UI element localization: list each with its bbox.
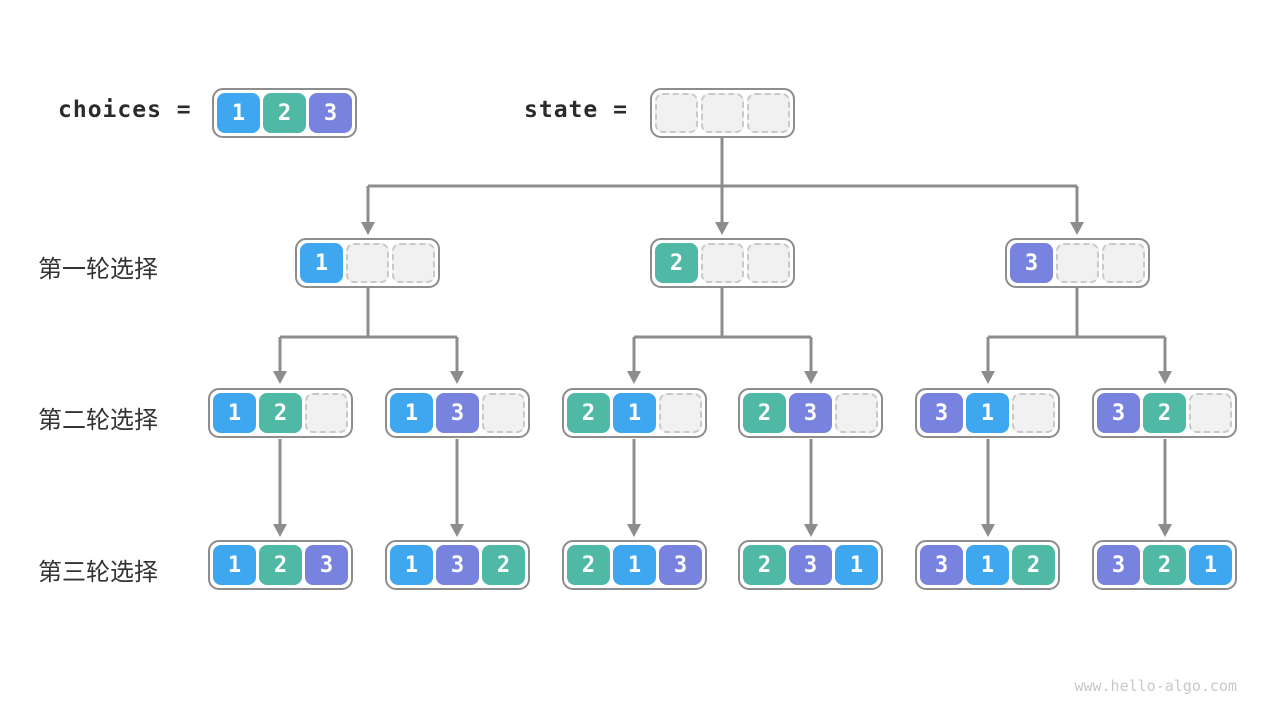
state-cell xyxy=(701,93,744,133)
state-cell xyxy=(482,393,525,433)
state-cell: 2 xyxy=(567,393,610,433)
state-box-round3: 3 2 1 xyxy=(1092,540,1237,590)
state-cell xyxy=(392,243,435,283)
state-box-round2: 1 2 xyxy=(208,388,353,438)
state-cell xyxy=(305,393,348,433)
state-cell: 3 xyxy=(1097,393,1140,433)
arrowheads xyxy=(273,222,1172,537)
state-box-round2: 3 1 xyxy=(915,388,1060,438)
hello-algo-watermark: www.hello-algo.com xyxy=(1074,677,1237,695)
state-box-round3: 3 1 2 xyxy=(915,540,1060,590)
state-box-round1: 1 xyxy=(295,238,440,288)
state-cell: 3 xyxy=(920,393,963,433)
state-cell: 2 xyxy=(567,545,610,585)
choices-array-box: 1 2 3 xyxy=(212,88,357,138)
state-cell xyxy=(1102,243,1145,283)
state-box-round2: 1 3 xyxy=(385,388,530,438)
state-cell: 3 xyxy=(1097,545,1140,585)
state-cell: 3 xyxy=(789,393,832,433)
state-cell: 2 xyxy=(259,545,302,585)
state-cell: 1 xyxy=(213,545,256,585)
state-cell: 3 xyxy=(305,545,348,585)
state-cell: 3 xyxy=(920,545,963,585)
state-cell xyxy=(1056,243,1099,283)
state-cell: 1 xyxy=(1189,545,1232,585)
state-box-round3: 1 2 3 xyxy=(208,540,353,590)
round-3-label: 第三轮选择 xyxy=(38,559,158,586)
state-cell xyxy=(1189,393,1232,433)
state-cell: 3 xyxy=(1010,243,1053,283)
state-cell: 2 xyxy=(655,243,698,283)
state-cell: 3 xyxy=(659,545,702,585)
state-box-round3: 2 3 1 xyxy=(738,540,883,590)
state-cell: 1 xyxy=(835,545,878,585)
state-cell: 2 xyxy=(743,545,786,585)
state-box-round1: 2 xyxy=(650,238,795,288)
state-box-round3: 1 3 2 xyxy=(385,540,530,590)
state-box-round3: 2 1 3 xyxy=(562,540,707,590)
state-cell: 3 xyxy=(789,545,832,585)
state-box-round1: 3 xyxy=(1005,238,1150,288)
state-cell: 3 xyxy=(436,545,479,585)
state-box-round2: 2 3 xyxy=(738,388,883,438)
state-cell xyxy=(835,393,878,433)
state-cell xyxy=(747,93,790,133)
choices-cell: 1 xyxy=(217,93,260,133)
state-cell: 1 xyxy=(213,393,256,433)
state-cell: 1 xyxy=(613,393,656,433)
state-cell xyxy=(346,243,389,283)
state-cell: 1 xyxy=(966,393,1009,433)
state-cell xyxy=(1012,393,1055,433)
state-cell: 2 xyxy=(1143,545,1186,585)
state-cell: 3 xyxy=(436,393,479,433)
choices-label: choices = xyxy=(58,97,192,123)
state-cell: 2 xyxy=(743,393,786,433)
state-cell: 1 xyxy=(390,393,433,433)
state-cell xyxy=(701,243,744,283)
choices-cell: 2 xyxy=(263,93,306,133)
round-2-label: 第二轮选择 xyxy=(38,407,158,434)
state-cell: 2 xyxy=(1012,545,1055,585)
state-label: state = xyxy=(524,97,628,123)
state-cell xyxy=(655,93,698,133)
state-cell: 1 xyxy=(613,545,656,585)
state-box-round2: 3 2 xyxy=(1092,388,1237,438)
state-cell xyxy=(747,243,790,283)
state-cell xyxy=(659,393,702,433)
choices-cell: 3 xyxy=(309,93,352,133)
state-cell: 1 xyxy=(390,545,433,585)
round-1-label: 第一轮选择 xyxy=(38,256,158,283)
state-cell: 2 xyxy=(259,393,302,433)
state-cell: 2 xyxy=(1143,393,1186,433)
state-cell: 1 xyxy=(300,243,343,283)
state-cell: 2 xyxy=(482,545,525,585)
state-cell: 1 xyxy=(966,545,1009,585)
state-box-round2: 2 1 xyxy=(562,388,707,438)
state-root-box xyxy=(650,88,795,138)
